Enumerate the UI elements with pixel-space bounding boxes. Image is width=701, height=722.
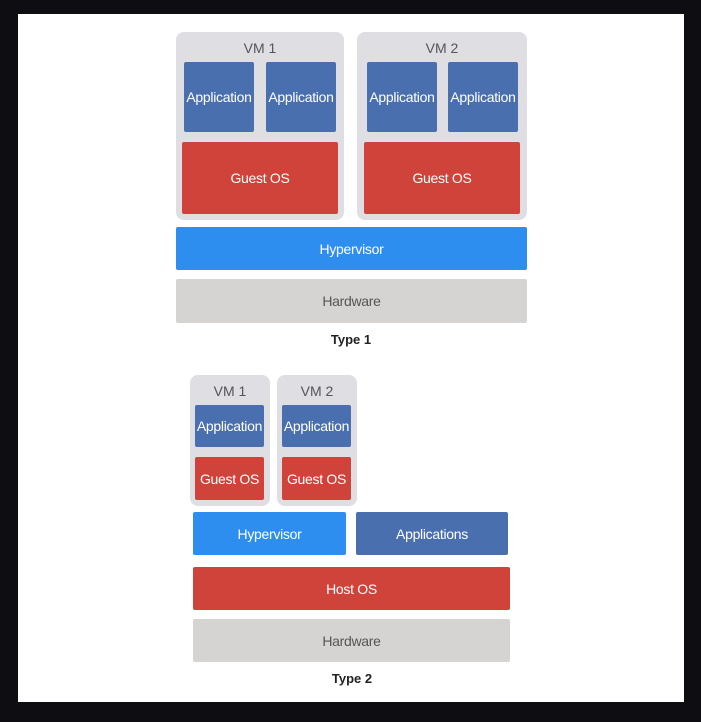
type2-vm2-application: Application	[282, 405, 351, 447]
type2-hypervisor: Hypervisor	[193, 512, 346, 555]
type1-vm2-application-1: Application	[367, 62, 437, 132]
diagram-canvas: VM 1 Application Application Guest OS VM…	[18, 14, 684, 702]
type2-vm1-label: VM 1	[213, 383, 247, 399]
type1-vm1-guest-os: Guest OS	[182, 142, 338, 214]
type2-vm2-guest-os: Guest OS	[282, 457, 351, 500]
type1-hardware: Hardware	[176, 279, 527, 323]
type1-vm1-container: VM 1 Application Application Guest OS	[176, 32, 344, 220]
type2-vm1-application: Application	[195, 405, 264, 447]
type1-vm1-application-1: Application	[184, 62, 254, 132]
type1-vm2-guest-os: Guest OS	[364, 142, 520, 214]
type1-caption: Type 1	[330, 332, 372, 347]
type2-vm1-guest-os: Guest OS	[195, 457, 264, 500]
type2-caption: Type 2	[331, 671, 373, 686]
type2-host-os: Host OS	[193, 567, 510, 610]
type1-hypervisor: Hypervisor	[176, 227, 527, 270]
type2-vm1-container: VM 1 Application Guest OS	[190, 375, 270, 506]
type1-vm1-label: VM 1	[243, 40, 277, 56]
type1-vm2-label: VM 2	[425, 40, 459, 56]
type2-vm2-container: VM 2 Application Guest OS	[277, 375, 357, 506]
type2-hardware: Hardware	[193, 619, 510, 662]
type1-vm1-application-2: Application	[266, 62, 336, 132]
type2-vm2-label: VM 2	[300, 383, 334, 399]
type2-applications: Applications	[356, 512, 508, 555]
type1-vm2-container: VM 2 Application Application Guest OS	[357, 32, 527, 220]
type1-vm2-application-2: Application	[448, 62, 518, 132]
